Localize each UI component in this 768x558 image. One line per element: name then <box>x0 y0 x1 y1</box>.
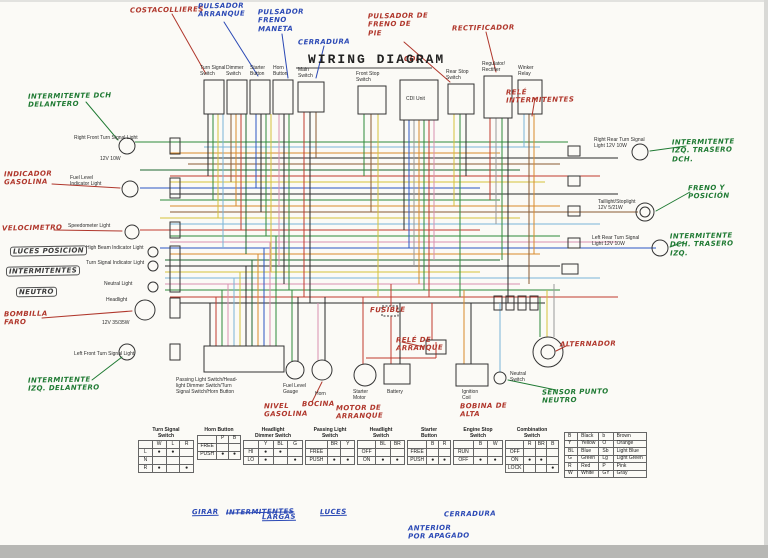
component-box <box>425 339 447 355</box>
lamp-circle <box>635 202 655 222</box>
annotation-arrow <box>655 191 691 212</box>
annotation-arrow <box>315 45 325 79</box>
component-box <box>203 79 225 115</box>
lamp-circle <box>118 343 136 361</box>
scan-edge-right <box>764 0 768 558</box>
annotation-arrow <box>531 97 536 117</box>
annotation-arrow <box>171 13 207 75</box>
annotation-arrow <box>91 356 123 381</box>
annotation-arrow <box>85 101 119 141</box>
component-box <box>169 221 181 239</box>
component-box <box>383 363 411 385</box>
component-box <box>297 81 325 113</box>
component-box <box>567 175 581 187</box>
annotation-arrow <box>281 33 289 79</box>
lamp-circle <box>651 239 669 257</box>
component-box <box>399 79 439 121</box>
scan-edge-top <box>0 0 768 2</box>
component-box <box>169 177 181 199</box>
component-box <box>483 75 513 119</box>
annotation-arrow <box>401 341 425 348</box>
component-box <box>455 363 489 387</box>
lamp-circle <box>118 137 136 155</box>
component-box <box>567 205 581 217</box>
lamp-circle-inner <box>639 206 651 218</box>
page-title: WIRING DIAGRAM <box>308 52 446 67</box>
lamp-circle-inner <box>540 344 556 360</box>
lamp-circle <box>147 260 159 272</box>
component-box <box>447 83 475 115</box>
lamp-circle <box>285 360 305 380</box>
annotation-arrow <box>51 183 121 189</box>
lamp-circle <box>147 246 159 258</box>
lamp-circle <box>532 336 564 368</box>
lamp-circle <box>147 281 159 293</box>
annotation-arrow <box>649 145 687 152</box>
component-box <box>567 237 581 249</box>
component-box <box>493 295 503 311</box>
component-box <box>505 295 515 311</box>
annotation-arrow <box>485 31 497 73</box>
lamp-circle <box>134 299 156 321</box>
component-box <box>226 79 248 115</box>
lamp-circle <box>121 180 139 198</box>
annotation-arrow <box>41 310 133 319</box>
annotation-arrow <box>669 241 685 248</box>
component-box <box>249 79 271 115</box>
component-box <box>357 85 387 115</box>
component-box <box>169 297 181 319</box>
annotation-arrow <box>403 41 451 83</box>
component-box <box>529 295 539 311</box>
annotation-arrow <box>311 381 323 403</box>
component-box <box>561 263 579 275</box>
component-box <box>517 79 543 115</box>
lamp-circle <box>124 224 140 240</box>
annotation-arrow <box>223 21 259 77</box>
component-box <box>203 345 285 373</box>
annotation-arrow <box>53 229 123 232</box>
component-box <box>517 295 527 311</box>
component-box <box>169 245 181 293</box>
component-box <box>169 137 181 155</box>
lamp-circle <box>493 371 507 385</box>
lamp-circle <box>631 143 649 161</box>
component-box <box>567 145 581 157</box>
component-box <box>169 343 181 361</box>
lamp-circle <box>311 359 333 381</box>
component-box <box>381 305 399 317</box>
component-box <box>272 79 294 115</box>
annotation-arrow <box>555 345 567 352</box>
scan-edge-bottom <box>0 545 768 558</box>
annotation-arrow <box>507 379 557 391</box>
lamp-circle <box>353 363 377 387</box>
